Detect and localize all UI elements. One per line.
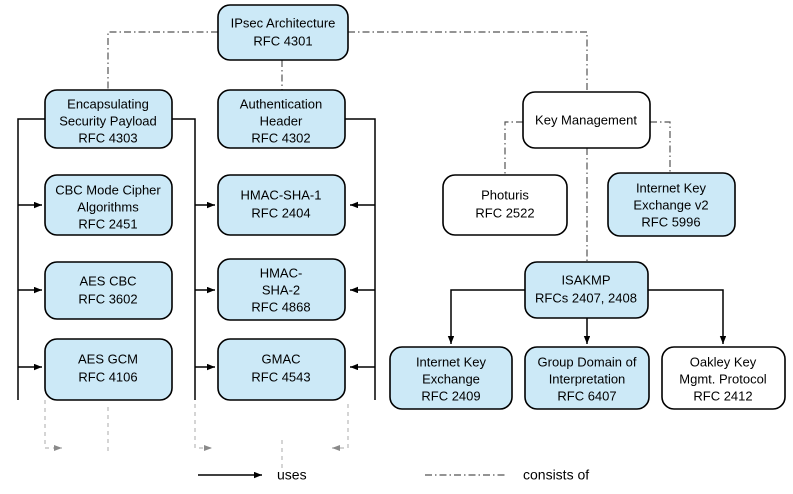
node-ipsec-architecture[interactable]: IPsec Architecture RFC 4301: [217, 4, 349, 61]
node-aes-cbc[interactable]: AES CBC RFC 3602: [44, 261, 173, 320]
node-ipsec-architecture-line-0: IPsec Architecture: [231, 15, 336, 30]
node-cbc-mode-cipher-line-1: Algorithms: [77, 199, 139, 214]
node-oakley[interactable]: Oakley Key Mgmt. Protocol RFC 2412: [661, 346, 786, 410]
node-cbc-mode-cipher-line-2: RFC 2451: [78, 216, 137, 231]
node-photuris[interactable]: Photuris RFC 2522: [442, 174, 568, 236]
faint-stub-right: [332, 404, 349, 451]
node-ikev2[interactable]: Internet Key Exchange v2 RFC 5996: [607, 172, 736, 237]
node-ah-line-2: RFC 4302: [251, 130, 310, 145]
node-key-management[interactable]: Key Management: [522, 91, 651, 149]
node-ipsec-architecture-line-1: RFC 4301: [253, 33, 312, 48]
node-ah-line-1: Header: [260, 113, 303, 128]
node-isakmp[interactable]: ISAKMP RFCs 2407, 2408: [524, 261, 649, 319]
node-gdoi-line-0: Group Domain of: [538, 354, 637, 369]
edge-ah-bus-right: [345, 118, 376, 400]
node-oakley-line-0: Oakley Key: [690, 354, 757, 369]
node-photuris-line-1: RFC 2522: [475, 205, 534, 220]
node-key-management-line-0: Key Management: [535, 112, 637, 127]
node-ikev2-line-2: RFC 5996: [641, 214, 700, 229]
node-esp-line-2: RFC 4303: [78, 130, 137, 145]
node-hmac-sha-1[interactable]: HMAC-SHA-1 RFC 2404: [217, 174, 346, 236]
node-aes-gcm-line-0: AES GCM: [78, 351, 138, 366]
node-photuris-line-0: Photuris: [481, 187, 529, 202]
node-isakmp-line-0: ISAKMP: [561, 272, 610, 287]
node-gmac-line-1: RFC 4543: [251, 369, 310, 384]
node-isakmp-line-1: RFCs 2407, 2408: [535, 290, 637, 305]
nodes: IPsec Architecture RFC 4301 Encapsulatin…: [44, 4, 786, 410]
edges-uses: [17, 118, 727, 400]
node-hmac-sha-2-line-1: SHA-2: [262, 282, 300, 297]
node-gdoi[interactable]: Group Domain of Interpretation RFC 6407: [524, 346, 650, 410]
node-gdoi-line-2: RFC 6407: [557, 388, 616, 403]
edge-ipsec-to-key-management: [348, 31, 588, 92]
node-hmac-sha-2-line-2: RFC 4868: [251, 299, 310, 314]
edge-isakmp-to-oakley: [648, 289, 727, 344]
node-esp-line-1: Security Payload: [59, 113, 157, 128]
node-hmac-sha-2[interactable]: HMAC- SHA-2 RFC 4868: [217, 258, 346, 321]
edge-isakmp-to-ike: [447, 289, 525, 344]
node-esp[interactable]: Encapsulating Security Payload RFC 4303: [44, 89, 173, 149]
node-oakley-line-2: RFC 2412: [693, 388, 752, 403]
node-ah-line-0: Authentication: [240, 96, 322, 111]
node-oakley-line-1: Mgmt. Protocol: [679, 371, 767, 386]
node-ike-line-1: Exchange: [422, 371, 480, 386]
node-aes-cbc-line-0: AES CBC: [79, 273, 136, 288]
node-cbc-mode-cipher-line-0: CBC Mode Cipher: [55, 182, 161, 197]
edge-key-management-to-photuris: [504, 121, 523, 175]
node-aes-gcm-line-1: RFC 4106: [78, 369, 137, 384]
node-esp-line-0: Encapsulating: [67, 96, 149, 111]
node-ah[interactable]: Authentication Header RFC 4302: [217, 89, 346, 149]
node-cbc-mode-cipher[interactable]: CBC Mode Cipher Algorithms RFC 2451: [44, 174, 173, 236]
node-hmac-sha-1-line-0: HMAC-SHA-1: [241, 187, 322, 202]
node-ike-line-0: Internet Key: [416, 354, 487, 369]
node-gdoi-line-1: Interpretation: [549, 371, 626, 386]
node-hmac-sha-2-line-0: HMAC-: [260, 265, 303, 280]
legend-consists-of-label: consists of: [523, 467, 589, 483]
node-ikev2-line-1: Exchange v2: [633, 197, 708, 212]
node-aes-gcm[interactable]: AES GCM RFC 4106: [44, 338, 173, 401]
faint-stub-left: [44, 400, 62, 451]
legend: uses consists of: [198, 467, 589, 483]
node-aes-cbc-line-1: RFC 3602: [78, 291, 137, 306]
node-ikev2-line-0: Internet Key: [636, 180, 707, 195]
legend-uses-label: uses: [277, 467, 307, 483]
node-ike-line-2: RFC 2409: [421, 388, 480, 403]
faint-stub-middle: [194, 404, 212, 451]
edges-consists-of: [107, 31, 671, 262]
node-hmac-sha-1-line-1: RFC 2404: [251, 205, 310, 220]
edge-esp-bus-right: [172, 118, 196, 400]
edge-key-management-to-ikev2: [650, 121, 671, 173]
node-ike[interactable]: Internet Key Exchange RFC 2409: [389, 346, 513, 410]
edge-esp-bus-left: [17, 118, 45, 400]
edge-ipsec-to-esp: [107, 31, 218, 90]
node-gmac[interactable]: GMAC RFC 4543: [217, 338, 346, 401]
faint-edge-stubs: [44, 400, 349, 468]
node-gmac-line-0: GMAC: [262, 351, 301, 366]
